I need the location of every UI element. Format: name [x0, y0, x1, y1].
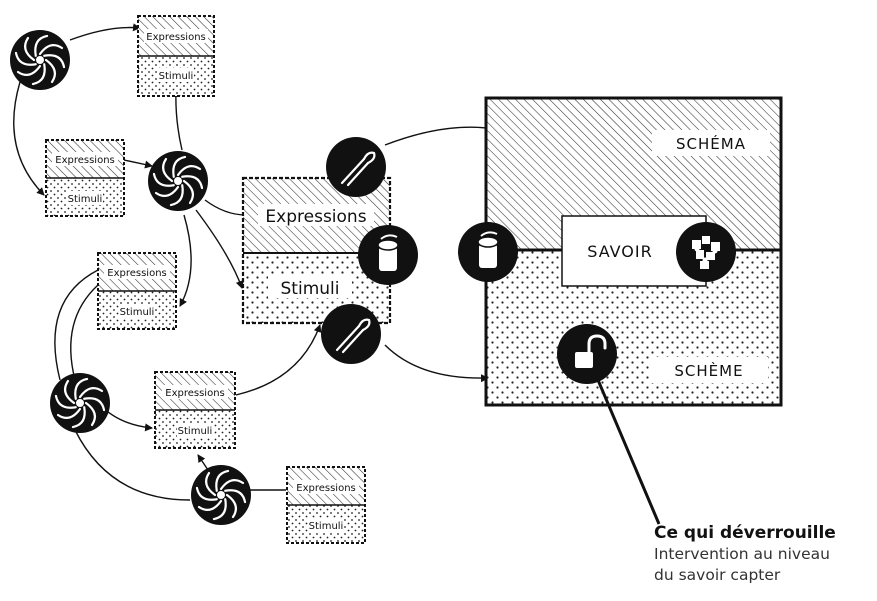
small-box-4-stimuli: Stimuli: [178, 426, 213, 437]
small-box-3-expressions: Expressions: [107, 268, 167, 279]
small-box-2: Expressions Stimuli: [45, 139, 125, 217]
caption-line-2: du savoir capter: [654, 566, 781, 584]
small-box-4-expressions: Expressions: [165, 388, 225, 399]
arrow-top-spiral-to-box: [69, 23, 141, 41]
savoir-label: SAVOIR: [587, 242, 652, 261]
schema-label: SCHÉMA: [676, 134, 746, 153]
puzzle-icon: [676, 222, 736, 282]
caption: Ce qui déverrouille Intervention au nive…: [654, 522, 874, 586]
small-box-1-stimuli: Stimuli: [159, 71, 194, 82]
can-icon: [458, 222, 518, 282]
spiral-icon: [146, 149, 210, 213]
arrow-mid-spiral-up: [171, 89, 183, 151]
spiral-icon: [8, 28, 72, 92]
unlocked-padlock-icon: [557, 324, 617, 384]
spiral-icon: [48, 371, 112, 435]
caption-title: Ce qui déverrouille: [654, 523, 836, 543]
small-box-2-stimuli: Stimuli: [68, 194, 103, 205]
arrow-bottom-pincer-to-scheme: [384, 344, 489, 383]
central-box-expressions: Expressions: [265, 207, 366, 227]
arrow-top-pincer-to-schema: [384, 124, 501, 146]
small-box-1: Expressions Stimuli: [137, 15, 215, 97]
small-box-5-stimuli: Stimuli: [309, 521, 344, 532]
small-box-4: Expressions Stimuli: [154, 371, 236, 449]
caption-pointer-line: [596, 379, 661, 525]
caption-line-1: Intervention au niveau: [654, 545, 830, 563]
arrow-bottom-spiral-up: [197, 454, 209, 471]
pincer-icon: [326, 137, 386, 197]
arrow-top-spiral-to-left-box: [13, 81, 45, 196]
small-box-3: Expressions Stimuli: [97, 252, 177, 330]
spiral-icon: [189, 463, 253, 527]
small-box-1-expressions: Expressions: [146, 32, 206, 43]
can-icon: [358, 225, 418, 285]
pincer-icon: [321, 304, 381, 364]
arrow-mid-spiral-to-box3: [179, 214, 192, 307]
knowledge-box: SCHÉMA SCHÈME SAVOIR: [484, 96, 783, 407]
small-box-3-stimuli: Stimuli: [120, 307, 155, 318]
small-box-5: Expressions Stimuli: [286, 466, 366, 544]
small-box-2-expressions: Expressions: [55, 155, 115, 166]
small-box-5-expressions: Expressions: [296, 483, 356, 494]
arrow-left-box-to-spiral: [123, 159, 153, 169]
arrow-box3-to-lower-spiral: [54, 269, 99, 381]
arrow-mid-spiral-to-central: [204, 199, 247, 216]
arrow-mid-spiral-to-central-stimuli: [195, 209, 244, 289]
scheme-label: SCHÈME: [674, 361, 743, 380]
arrow-box4-to-pincer: [235, 324, 322, 396]
arrow-box3-out-left: [70, 284, 99, 381]
arrow-lower-spiral-to-bottom-spiral: [74, 429, 191, 501]
central-box-stimuli: Stimuli: [281, 279, 340, 299]
